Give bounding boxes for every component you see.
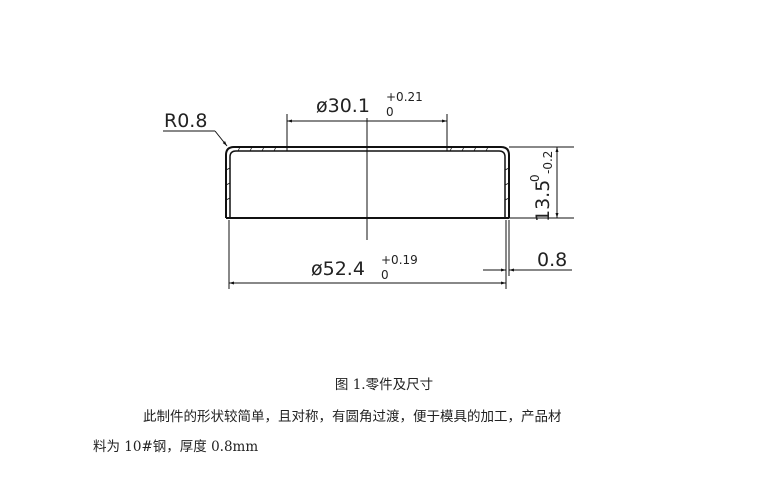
paragraph-line-1: 此制件的形状较简单，且对称，有圆角过渡，便于模具的加工，产品材 bbox=[143, 409, 562, 425]
figure-caption: 图 1.零件及尺寸 bbox=[334, 377, 434, 393]
height-lower-tol: -0.2 bbox=[541, 151, 555, 174]
part-drawing: R0.8 ø30.1 +0.21 0 ø52.4 +0.19 0 13.5 0 … bbox=[163, 90, 574, 289]
svg-text:ø30.1: ø30.1 bbox=[316, 95, 370, 117]
thickness-value: 0.8 bbox=[537, 249, 567, 271]
inner-diameter-lower-tol: 0 bbox=[386, 105, 394, 119]
inner-diameter-dimension: ø30.1 +0.21 0 bbox=[286, 90, 448, 151]
thickness-dimension: 0.8 bbox=[483, 220, 572, 278]
diameter-symbol: ø bbox=[311, 258, 323, 280]
svg-text:ø52.4: ø52.4 bbox=[311, 258, 365, 280]
outer-diameter-value: 52.4 bbox=[323, 258, 365, 280]
radius-label: R0.8 bbox=[164, 110, 207, 132]
paragraph-line-2: 料为 10#钢，厚度 0.8mm bbox=[93, 439, 259, 455]
outer-diameter-upper-tol: +0.19 bbox=[381, 253, 418, 267]
inner-diameter-value: 30.1 bbox=[328, 95, 370, 117]
height-dimension: 13.5 0 -0.2 bbox=[509, 146, 574, 222]
height-value: 13.5 bbox=[532, 180, 554, 222]
outer-diameter-dimension: ø52.4 +0.19 0 bbox=[228, 220, 507, 289]
outer-diameter-lower-tol: 0 bbox=[381, 268, 389, 282]
height-upper-tol: 0 bbox=[528, 174, 542, 182]
radius-callout: R0.8 bbox=[163, 110, 228, 147]
diameter-symbol: ø bbox=[316, 95, 328, 117]
inner-diameter-upper-tol: +0.21 bbox=[386, 90, 423, 104]
